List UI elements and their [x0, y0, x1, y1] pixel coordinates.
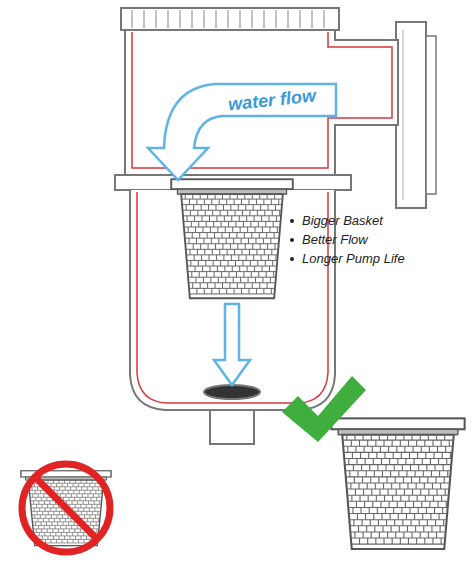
bullet-dot — [290, 257, 294, 261]
prohibited-sign — [22, 464, 110, 552]
benefit-item: Bigger Basket — [302, 213, 383, 228]
skimmer-basket — [171, 179, 293, 298]
mount-flange — [396, 22, 426, 208]
bullet-dot — [290, 219, 294, 223]
skimmer-rim — [121, 8, 339, 30]
flow-arrow — [214, 304, 250, 385]
flange-line — [403, 30, 404, 200]
rim-ribs — [132, 10, 324, 28]
mount-plate — [426, 36, 436, 194]
prohibited-slash — [35, 477, 97, 539]
bullet-dot — [290, 238, 294, 242]
benefit-item: Better Flow — [302, 232, 368, 247]
good-basket — [331, 418, 464, 549]
check-mark — [282, 376, 366, 442]
benefit-item: Longer Pump Life — [302, 251, 405, 266]
outlet-spigot — [210, 410, 254, 444]
flow-arrow — [148, 84, 336, 180]
